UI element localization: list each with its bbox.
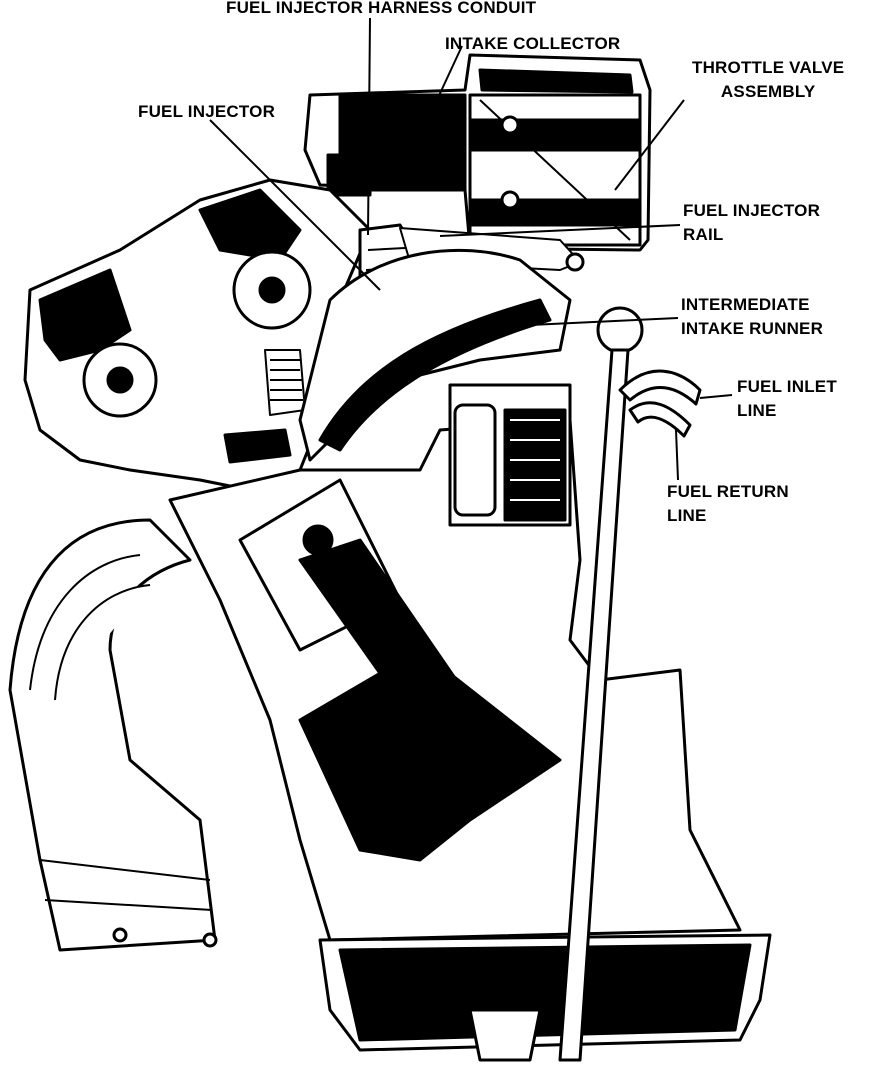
label-throttle-valve-assembly: THROTTLE VALVE ASSEMBLY bbox=[692, 56, 844, 104]
leader-fuel-inlet bbox=[699, 394, 733, 399]
label-line-1: INTERMEDIATE bbox=[681, 295, 810, 314]
label-line-2: RAIL bbox=[683, 225, 724, 244]
label-line-1: FUEL RETURN bbox=[667, 482, 789, 501]
label-line-2: INTAKE RUNNER bbox=[681, 319, 824, 338]
label-line-2: LINE bbox=[737, 401, 777, 420]
fuel-return-line-shape bbox=[628, 401, 692, 438]
leader-fuel-injector-rail bbox=[439, 224, 681, 237]
label-intermediate-intake-runner: INTERMEDIATE INTAKE RUNNER bbox=[681, 293, 823, 341]
label-fuel-injector-rail: FUEL INJECTOR RAIL bbox=[683, 199, 820, 247]
label-fuel-inlet-line: FUEL INLET LINE bbox=[737, 375, 837, 423]
label-line-1: FUEL INLET bbox=[737, 377, 837, 396]
label-line-1: FUEL INJECTOR bbox=[683, 201, 821, 220]
label-text: FUEL INJECTOR bbox=[138, 102, 276, 121]
label-text: INTAKE COLLECTOR bbox=[445, 34, 621, 53]
dipstick-tube bbox=[558, 348, 630, 1062]
leader-fuel-return bbox=[675, 429, 679, 481]
label-fuel-return-line: FUEL RETURN LINE bbox=[667, 480, 789, 528]
fuel-inlet-line-shape bbox=[618, 369, 702, 406]
label-line-2: ASSEMBLY bbox=[720, 82, 816, 101]
leader-intake-runner bbox=[529, 317, 679, 326]
leader-harness-conduit bbox=[367, 17, 371, 236]
harness-conduit-shape bbox=[326, 153, 372, 197]
label-fuel-injector: FUEL INJECTOR bbox=[138, 100, 275, 124]
label-text: FUEL INJECTOR HARNESS CONDUIT bbox=[226, 0, 537, 17]
label-intake-collector: INTAKE COLLECTOR bbox=[445, 32, 620, 56]
leader-intake-collector bbox=[429, 45, 463, 116]
leader-fuel-injector bbox=[209, 119, 381, 291]
label-line-1: THROTTLE VALVE bbox=[692, 58, 845, 77]
dipstick-handle bbox=[596, 306, 644, 354]
label-fuel-injector-harness-conduit: FUEL INJECTOR HARNESS CONDUIT bbox=[226, 0, 536, 20]
label-line-2: LINE bbox=[667, 506, 707, 525]
leader-throttle-valve bbox=[614, 99, 685, 191]
